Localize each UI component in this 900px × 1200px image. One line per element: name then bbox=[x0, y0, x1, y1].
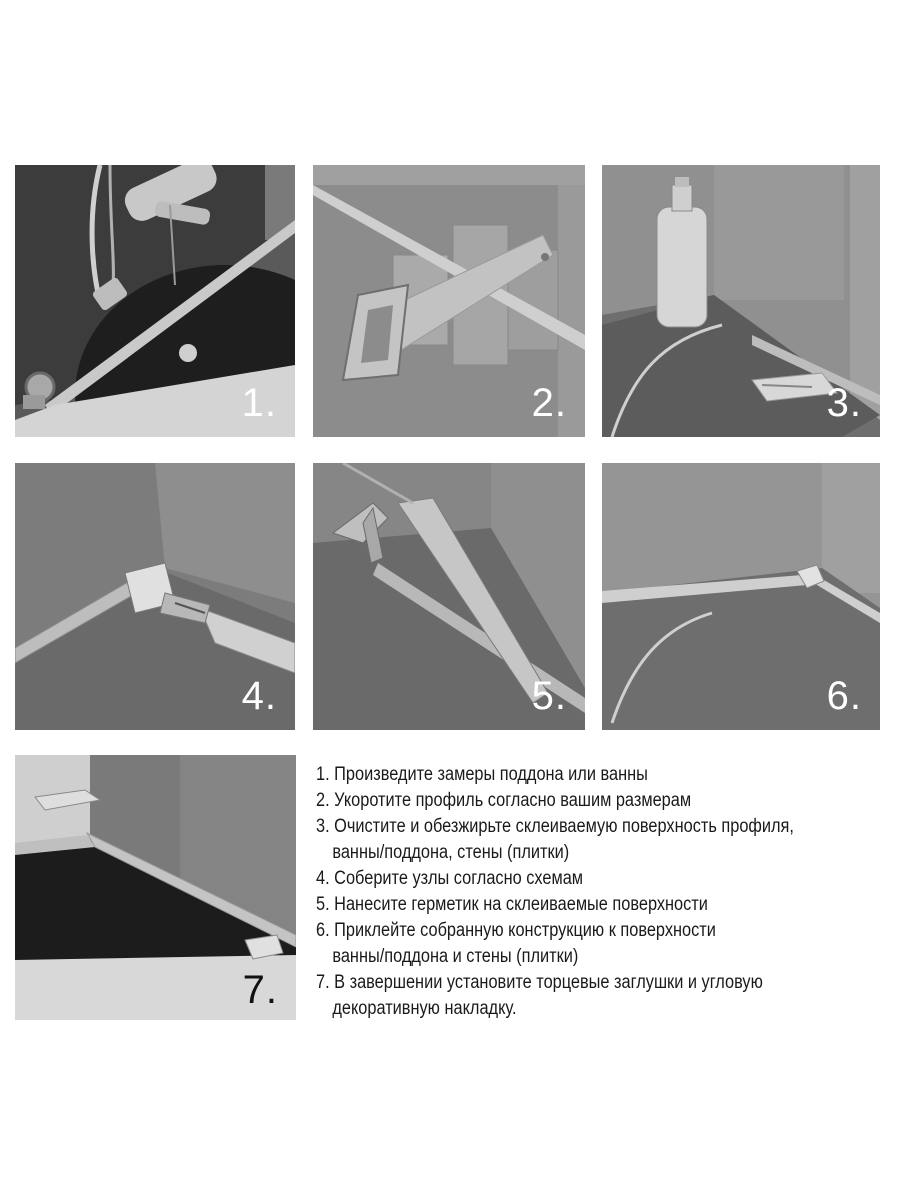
instruction-line: 1. Произведите замеры поддона или ванны bbox=[316, 764, 648, 785]
saw-cut-drawing bbox=[313, 165, 585, 437]
bath-measure-drawing bbox=[15, 165, 295, 437]
step-1-illustration: 1. bbox=[15, 165, 295, 437]
step-2-illustration: 2. bbox=[313, 165, 585, 437]
instruction-line: 4. Соберите узлы согласно схемам bbox=[316, 868, 584, 889]
step-3-illustration: 3. bbox=[602, 165, 880, 437]
step-1-number: 1. bbox=[241, 381, 277, 425]
step-5-number: 5. bbox=[531, 674, 567, 718]
instruction-line: ванны/поддона, стены (плитки) bbox=[332, 842, 570, 863]
step-5-illustration: 5. bbox=[313, 463, 585, 730]
step-6-number: 6. bbox=[826, 674, 862, 718]
step-4-illustration: 4. bbox=[15, 463, 295, 730]
instruction-line: 5. Нанесите герметик на склеиваемые пове… bbox=[316, 894, 708, 915]
step-2-number: 2. bbox=[531, 381, 567, 425]
instruction-line: 7. В завершении установите торцевые загл… bbox=[316, 972, 763, 993]
step-7-illustration: 7. bbox=[15, 755, 296, 1020]
instruction-line: 6. Приклейте собранную конструкцию к пов… bbox=[316, 920, 716, 941]
step-3-number: 3. bbox=[826, 381, 862, 425]
step-6-illustration: 6. bbox=[602, 463, 880, 730]
instruction-line: декоративную накладку. bbox=[332, 998, 517, 1019]
step-7-number: 7. bbox=[242, 968, 278, 1012]
instruction-line: 3. Очистите и обезжирьте склеиваемую пов… bbox=[316, 816, 794, 837]
end-caps-drawing bbox=[15, 755, 296, 1020]
degrease-drawing bbox=[602, 165, 880, 437]
corner-assembly-drawing bbox=[15, 463, 295, 730]
step-4-number: 4. bbox=[241, 674, 277, 718]
instructions-list: 1. Произведите замеры поддона или ванны … bbox=[316, 762, 806, 1022]
instruction-line: 2. Укоротите профиль согласно вашим разм… bbox=[316, 790, 692, 811]
glued-profile-drawing bbox=[602, 463, 880, 730]
instruction-line: ванны/поддона и стены (плитки) bbox=[332, 946, 579, 967]
sealant-gun-drawing bbox=[313, 463, 585, 730]
